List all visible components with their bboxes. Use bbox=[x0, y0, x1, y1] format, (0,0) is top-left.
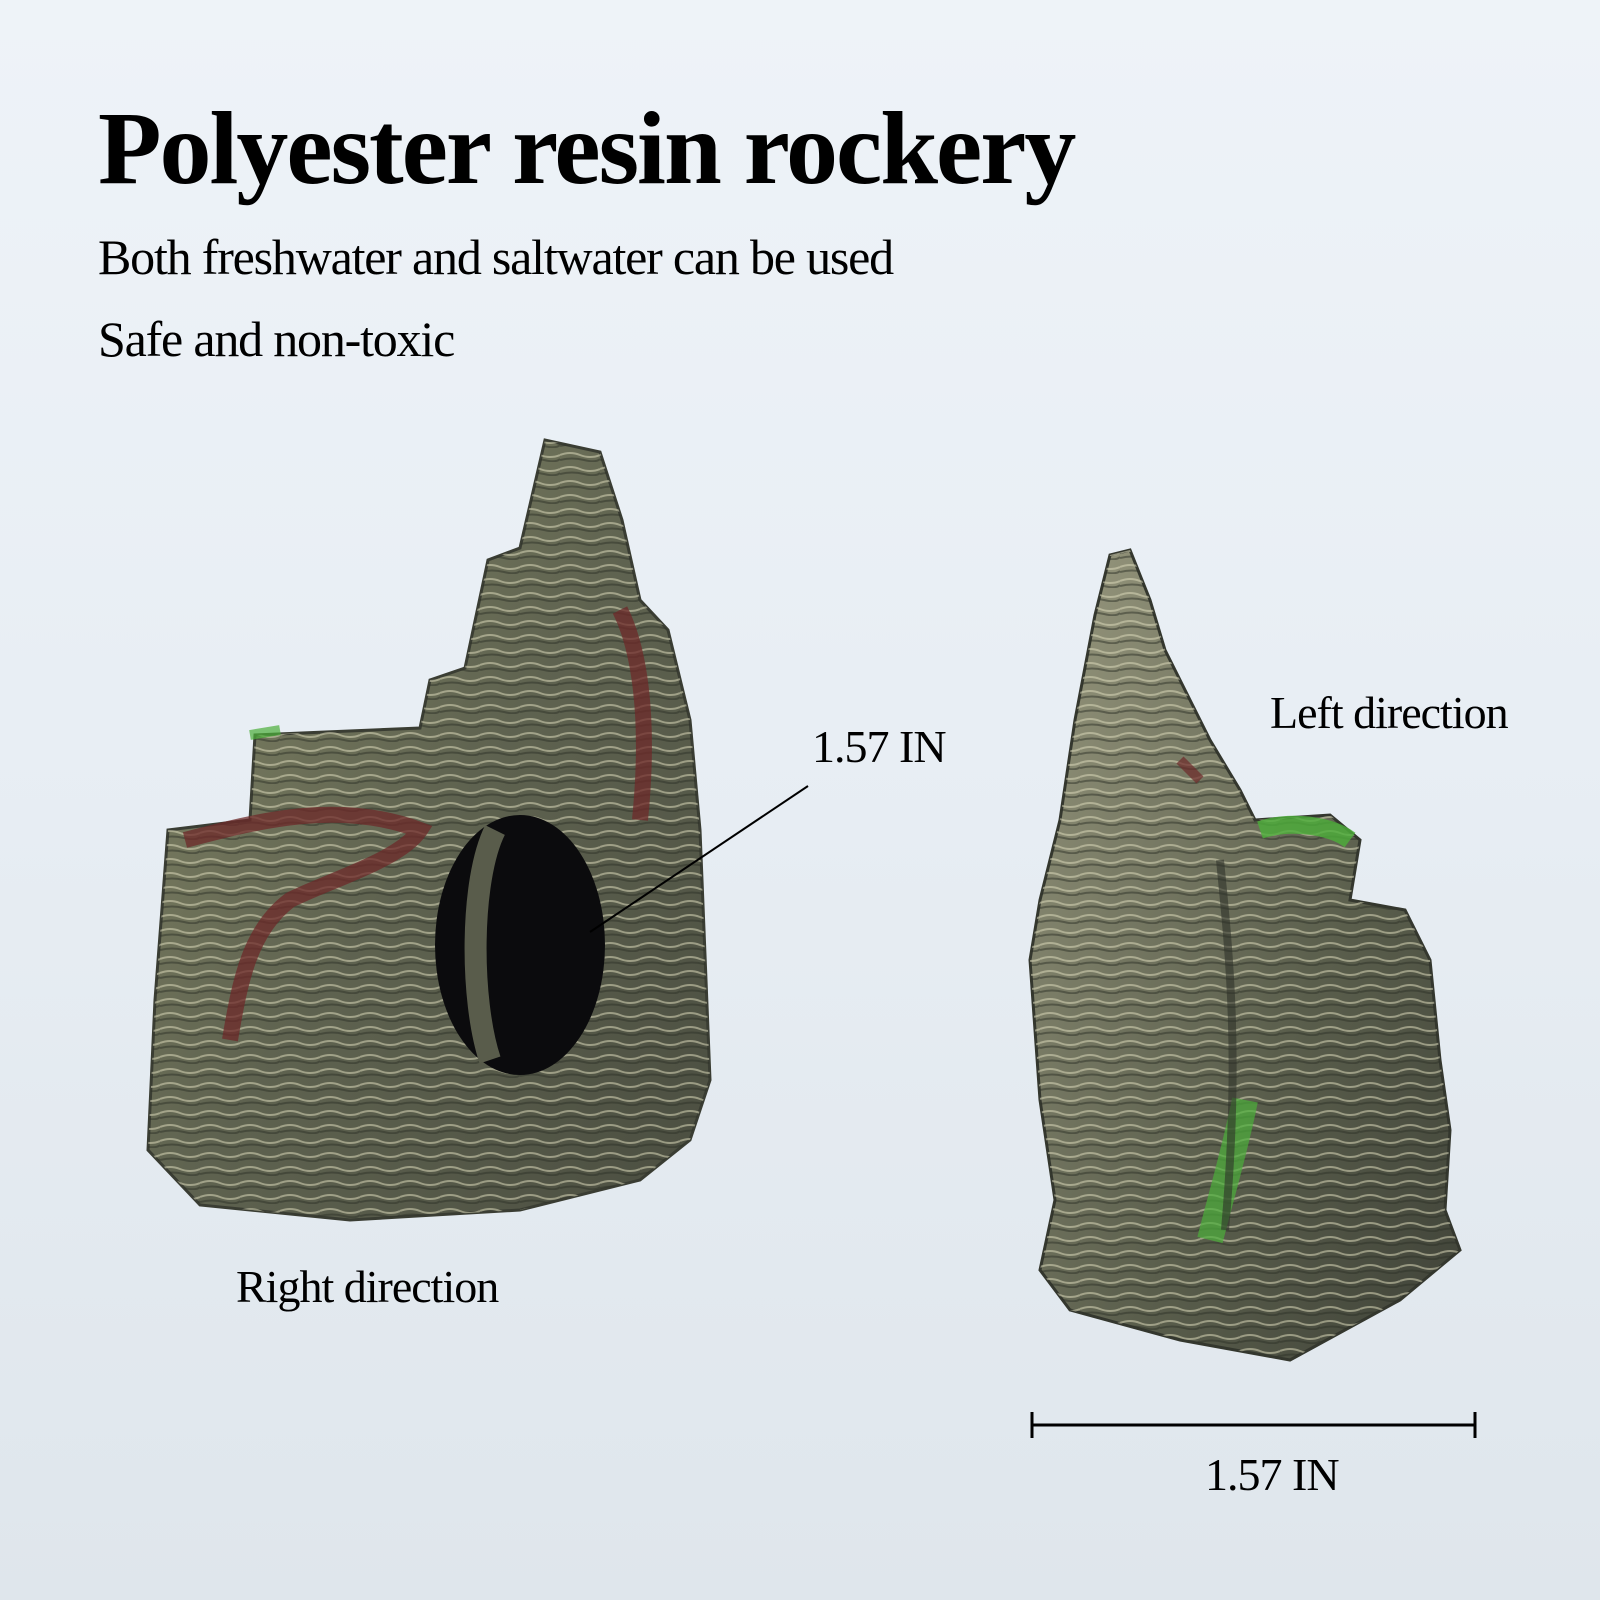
left-direction-label: Left direction bbox=[1270, 687, 1509, 738]
feature-freshwater-saltwater: Both freshwater and saltwater can be use… bbox=[98, 229, 894, 285]
width-dimension-label: 1.57 IN bbox=[1205, 1449, 1340, 1500]
rock-left-direction-image bbox=[1028, 548, 1462, 1362]
rock-right-direction-image bbox=[146, 438, 712, 1222]
cave-height-dimension-label: 1.57 IN bbox=[812, 721, 947, 772]
right-direction-label: Right direction bbox=[236, 1261, 499, 1312]
cave-opening bbox=[435, 815, 605, 1075]
product-title: Polyester resin rockery bbox=[98, 91, 1076, 206]
width-dimension-bar bbox=[1030, 1412, 1477, 1438]
dimension-pointer-line bbox=[589, 785, 809, 933]
feature-safe-non-toxic: Safe and non-toxic bbox=[98, 311, 455, 367]
